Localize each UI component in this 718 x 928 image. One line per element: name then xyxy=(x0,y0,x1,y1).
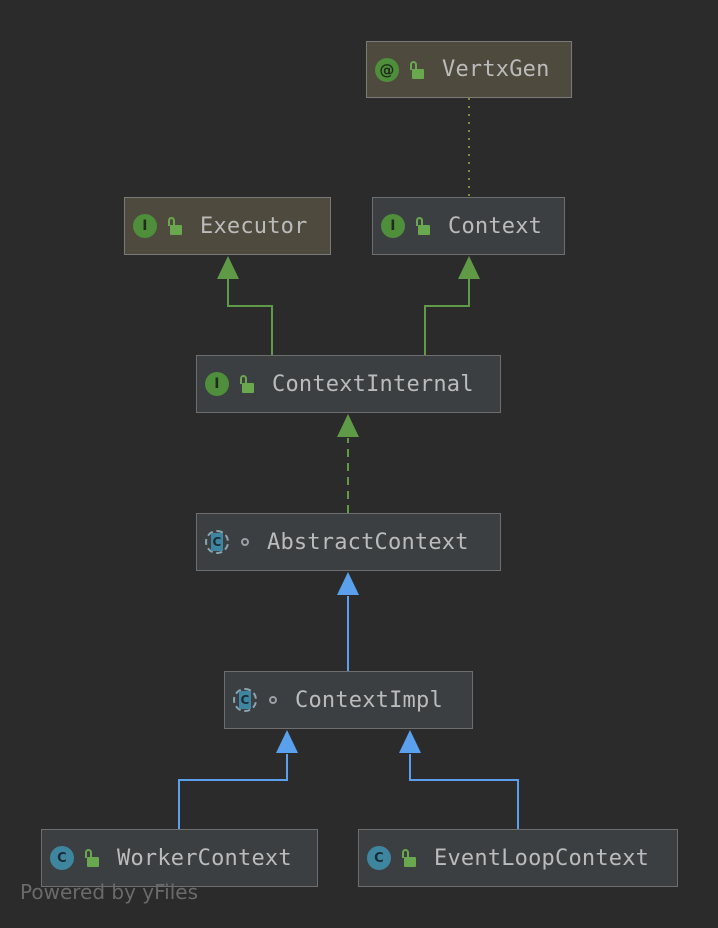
interface-icon: I xyxy=(205,372,229,396)
node-context[interactable]: I Context xyxy=(372,197,565,255)
class-icon: C xyxy=(367,846,391,870)
edge-workercontext-contextimpl xyxy=(178,754,288,829)
arrowhead-contextimpl-right xyxy=(399,730,421,753)
arrowhead-context xyxy=(458,256,480,279)
node-label: WorkerContext xyxy=(117,845,292,871)
annotation-icon: @ xyxy=(375,57,399,82)
arrowhead-contextinternal xyxy=(337,414,359,437)
node-label: AbstractContext xyxy=(267,529,469,555)
node-contextinternal[interactable]: I ContextInternal xyxy=(196,355,501,413)
class-icon: C xyxy=(50,846,74,870)
node-label: VertxGen xyxy=(442,57,550,82)
abstract-class-icon: C xyxy=(205,530,229,554)
public-lock-icon xyxy=(239,375,254,393)
node-vertxgen[interactable]: @ VertxGen xyxy=(366,41,572,98)
node-label: Context xyxy=(448,213,543,239)
arrowhead-abstractcontext xyxy=(337,572,359,595)
abstract-class-icon: C xyxy=(233,688,257,712)
public-lock-icon xyxy=(167,217,182,235)
node-eventloopcontext[interactable]: C EventLoopContext xyxy=(358,829,678,887)
interface-icon: I xyxy=(133,214,157,238)
edge-contextinternal-executor xyxy=(227,278,273,355)
node-executor[interactable]: I Executor xyxy=(124,197,331,255)
edge-eventloopcontext-contextimpl xyxy=(409,754,519,829)
package-private-icon xyxy=(241,538,249,546)
arrowhead-executor xyxy=(217,256,239,279)
public-lock-icon xyxy=(401,849,416,867)
node-contextimpl[interactable]: C ContextImpl xyxy=(224,671,473,729)
public-lock-icon xyxy=(415,217,430,235)
node-workercontext[interactable]: C WorkerContext xyxy=(41,829,318,887)
node-label: Executor xyxy=(200,213,308,239)
node-abstractcontext[interactable]: C AbstractContext xyxy=(196,513,501,571)
edge-contextinternal-context xyxy=(424,278,470,355)
node-label: EventLoopContext xyxy=(434,845,650,871)
node-label: ContextInternal xyxy=(272,371,474,397)
arrowhead-contextimpl-left xyxy=(276,730,298,753)
public-lock-icon xyxy=(409,60,424,79)
interface-icon: I xyxy=(381,214,405,238)
public-lock-icon xyxy=(84,849,99,867)
node-label: ContextImpl xyxy=(295,687,443,713)
watermark: Powered by yFiles xyxy=(20,880,198,904)
package-private-icon xyxy=(269,696,277,704)
